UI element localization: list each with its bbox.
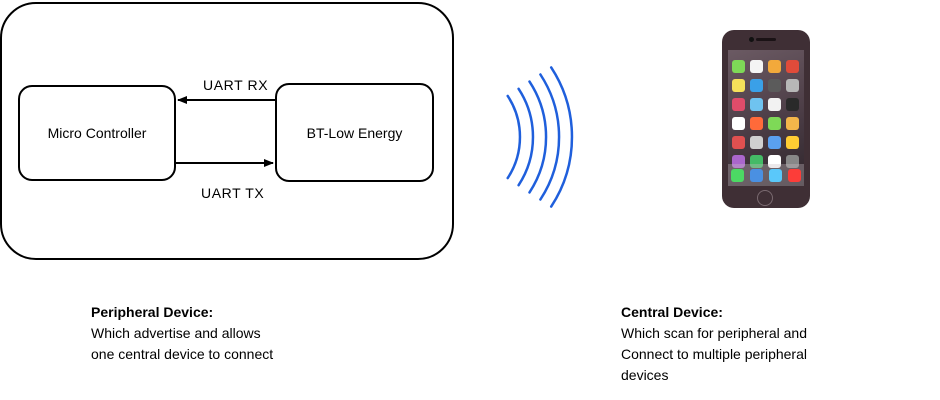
smartphone-icon: [722, 30, 810, 208]
app-icon: [768, 117, 781, 130]
peripheral-title: Peripheral Device:: [91, 304, 214, 320]
app-icon: [768, 79, 781, 92]
signal-arc: [528, 80, 548, 194]
central-line-2: Connect to multiple peripheral: [621, 346, 807, 362]
bt-low-energy-node: BT-Low Energy: [275, 83, 434, 182]
phone-camera: [749, 37, 754, 42]
dock-app-icon: [788, 168, 801, 182]
app-grid: [732, 60, 799, 168]
app-icon: [768, 136, 781, 149]
app-icon: [750, 136, 763, 149]
dock-app-icon: [750, 168, 763, 182]
uart-tx-label: UART TX: [201, 185, 265, 201]
central-line-3: devices: [621, 367, 669, 383]
app-icon: [786, 117, 799, 130]
app-icon: [786, 155, 799, 168]
app-icon: [786, 79, 799, 92]
signal-arc: [539, 73, 561, 201]
micro-controller-label: Micro Controller: [47, 125, 147, 141]
peripheral-device-boundary: [0, 2, 454, 260]
dock-app-icon: [769, 168, 782, 182]
app-icon: [732, 79, 745, 92]
central-title: Central Device:: [621, 304, 723, 320]
micro-controller-node: Micro Controller: [18, 85, 176, 181]
app-icon: [750, 60, 763, 73]
app-icon: [750, 117, 763, 130]
app-icon: [768, 155, 781, 168]
central-description: Central Device: Which scan for periphera…: [621, 302, 807, 386]
app-icon: [768, 60, 781, 73]
peripheral-description: Peripheral Device: Which advertise and a…: [91, 302, 273, 365]
app-icon: [786, 98, 799, 111]
app-icon: [732, 155, 745, 168]
phone-screen: [728, 50, 804, 186]
peripheral-line-1: Which advertise and allows: [91, 325, 261, 341]
app-icon: [732, 117, 745, 130]
app-icon: [750, 79, 763, 92]
signal-arc: [506, 94, 522, 180]
phone-speaker: [756, 38, 776, 41]
app-icon: [786, 60, 799, 73]
app-icon: [732, 136, 745, 149]
app-icon: [768, 98, 781, 111]
app-icon: [732, 60, 745, 73]
wireless-signal-icon: [506, 66, 574, 208]
home-button: [757, 190, 773, 206]
peripheral-line-2: one central device to connect: [91, 346, 274, 362]
signal-arc: [549, 66, 574, 208]
signal-arc: [517, 87, 535, 187]
app-icon: [732, 98, 745, 111]
app-icon: [750, 155, 763, 168]
app-icon: [750, 98, 763, 111]
uart-rx-label: UART RX: [203, 77, 269, 93]
app-icon: [786, 136, 799, 149]
central-line-1: Which scan for peripheral and: [621, 325, 807, 341]
dock-app-icon: [731, 168, 744, 182]
app-dock: [728, 164, 804, 186]
bt-low-energy-label: BT-Low Energy: [306, 124, 403, 141]
